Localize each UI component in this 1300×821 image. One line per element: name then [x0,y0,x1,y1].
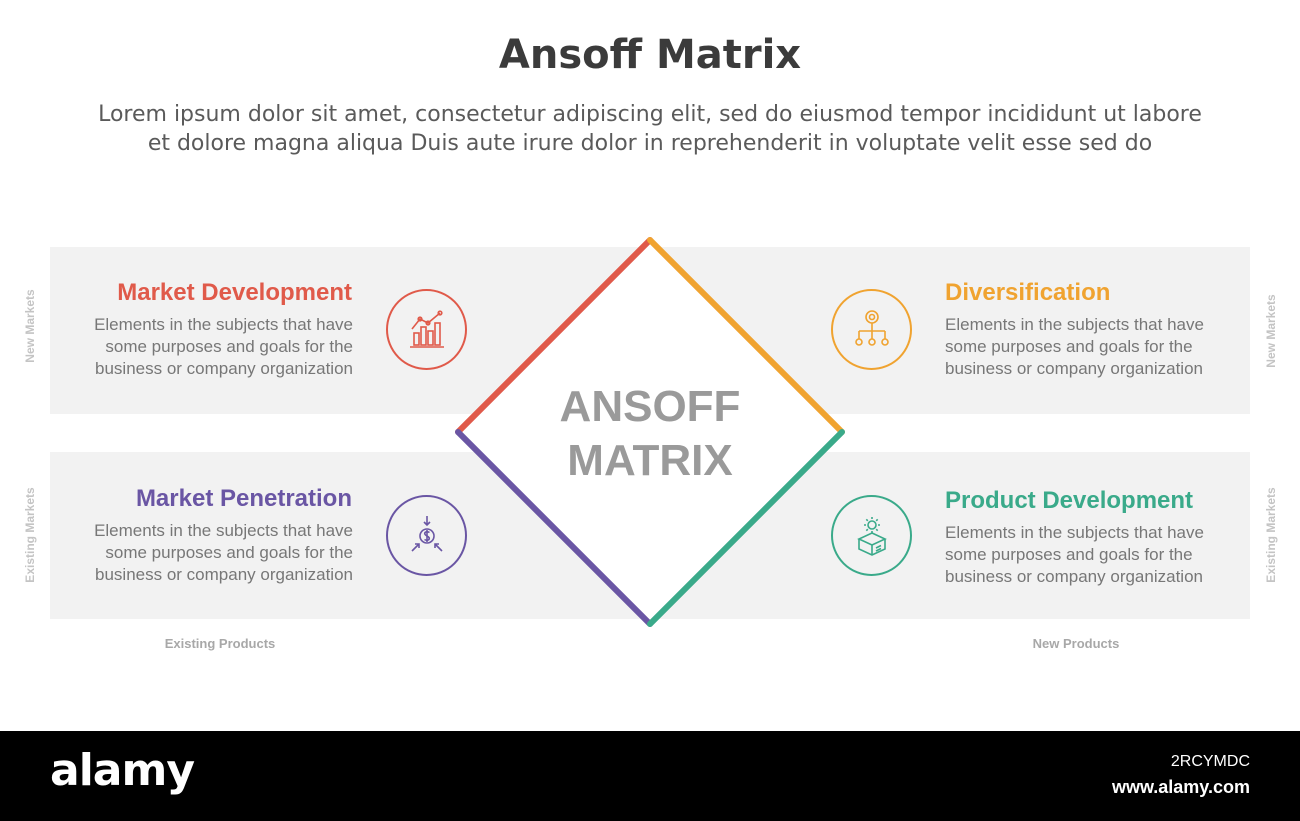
product-development-icon-circle [831,495,912,576]
product-development-desc-line-3: business or company organization [945,567,1203,586]
gear-box-icon [856,516,887,556]
diamond-edge-market-penetration [455,429,653,627]
bar-chart-icon [409,309,444,348]
diamond-edge-diversification [647,237,845,435]
diversification-desc-line-2: some purposes and goals for the [945,337,1193,356]
product-development-description: Elements in the subjects that have some … [945,522,1215,588]
left-axis-new-markets-label: New Markets [23,289,37,363]
market-penetration-icon-circle [386,495,467,576]
market-development-description: Elements in the subjects that have some … [83,314,353,380]
market-development-desc-line-3: business or company organization [95,359,353,378]
page-subtitle: Lorem ipsum dolor sit amet, consectetur … [50,100,1250,158]
page-title: Ansoff Matrix [498,32,802,78]
center-diamond [455,237,845,627]
market-penetration-desc-line-1: Elements in the subjects that have [94,521,353,540]
diversification-desc-line-3: business or company organization [945,359,1203,378]
center-label-line-1: ANSOFF [559,382,741,431]
product-development-desc-line-2: some purposes and goals for the [945,545,1193,564]
bottom-axis-existing-products-label: Existing Products [164,636,276,651]
diamond-edge-market-development [455,237,653,435]
market-penetration-desc-line-2: some purposes and goals for the [105,543,353,562]
market-penetration-description: Elements in the subjects that have some … [83,520,353,586]
diversification-icon-circle [831,289,912,370]
market-penetration-desc-line-3: business or company organization [95,565,353,584]
right-axis-new-markets-label: New Markets [1264,294,1278,368]
center-label: ANSOFF MATRIX [500,380,800,488]
image-id: 2RCYMDC [1170,753,1250,770]
footer-url: www.alamy.com [1111,777,1250,797]
market-development-desc-line-2: some purposes and goals for the [105,337,353,356]
market-development-title: Market Development [117,279,352,306]
alamy-logo: alamy [50,745,195,796]
bottom-axis-new-products-label: New Products [1032,636,1120,651]
market-development-desc-line-1: Elements in the subjects that have [94,315,353,334]
center-label-line-2: MATRIX [567,436,733,485]
subtitle-line-2: et dolore magna aliqua Duis aute irure d… [147,131,1153,156]
subtitle-line-1: Lorem ipsum dolor sit amet, consectetur … [98,102,1202,127]
diamond-edge-product-development [647,429,845,627]
diversification-title: Diversification [945,279,1111,306]
hierarchy-icon [854,309,889,346]
footer-bar: alamy 2RCYMDC www.alamy.com [0,731,1300,821]
market-penetration-title: Market Penetration [135,485,352,512]
product-development-desc-line-1: Elements in the subjects that have [945,523,1204,542]
money-inflow-icon [410,515,443,552]
diversification-description: Elements in the subjects that have some … [945,314,1215,380]
market-development-icon-circle [386,289,467,370]
product-development-title: Product Development [945,487,1194,514]
diversification-desc-line-1: Elements in the subjects that have [945,315,1204,334]
right-axis-existing-markets-label: Existing Markets [1264,487,1278,583]
left-axis-existing-markets-label: Existing Markets [23,487,37,583]
